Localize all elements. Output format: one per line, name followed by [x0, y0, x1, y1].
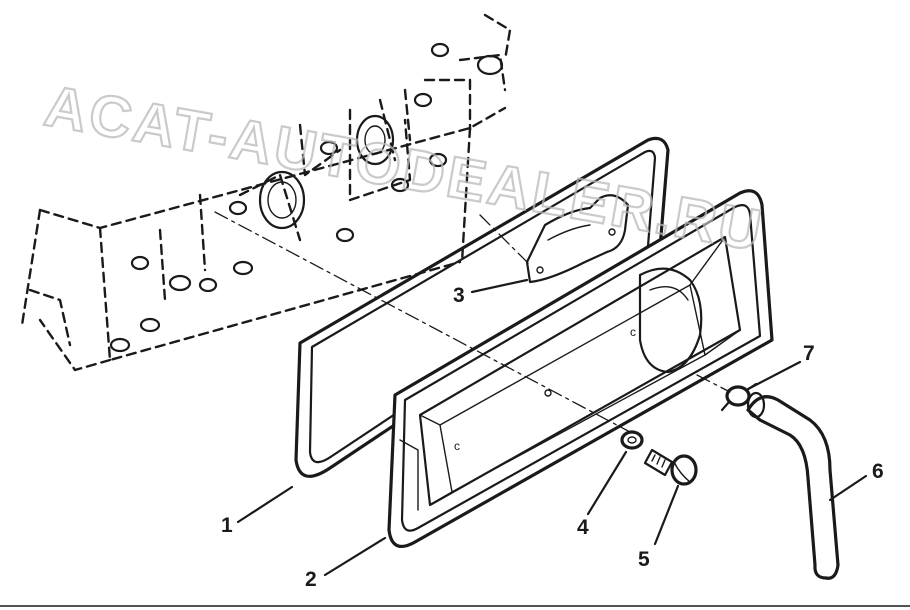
- part-2-valve-cover: c c: [387, 189, 774, 549]
- callout-2: 2: [305, 568, 317, 591]
- svg-text:c: c: [630, 325, 636, 339]
- part-6-breather-hose: [746, 391, 840, 580]
- callout-5: 5: [638, 548, 650, 571]
- callout-3: 3: [453, 284, 465, 307]
- part-4-washer: [620, 430, 644, 450]
- part-5-bolt: [643, 448, 698, 486]
- assembly-centerlines: [214, 211, 731, 433]
- leader-lines: [236, 278, 868, 577]
- callout-7: 7: [803, 342, 815, 365]
- callout-1: 1: [221, 514, 233, 537]
- svg-text:c: c: [454, 439, 460, 453]
- callout-4: 4: [577, 516, 589, 539]
- callout-6: 6: [872, 460, 884, 483]
- engine-block-outline: [20, 13, 512, 372]
- watermark-text: ACAT-AUTODEALER.RU: [40, 73, 769, 264]
- part-3-cover-plate: [525, 194, 630, 284]
